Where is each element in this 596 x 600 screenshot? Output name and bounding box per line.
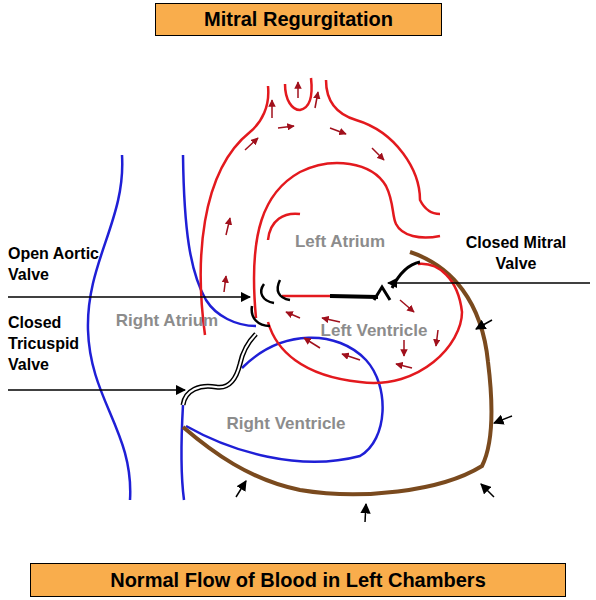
contraction-arrow bbox=[365, 504, 366, 522]
tricuspid-valve-inner bbox=[183, 334, 256, 405]
mitral-valve-leaflet bbox=[330, 296, 378, 297]
flow-arrow bbox=[372, 148, 384, 160]
flow-arrow bbox=[224, 276, 226, 292]
flow-arrow bbox=[315, 92, 318, 108]
chamber-name: Left Ventricle bbox=[321, 321, 428, 341]
flow-arrow bbox=[245, 138, 258, 150]
flow-arrows bbox=[224, 82, 438, 368]
title-text: Mitral Regurgitation bbox=[204, 8, 393, 31]
chamber-label-box: Right Ventricle bbox=[196, 408, 376, 440]
right-ventricle-wall bbox=[186, 338, 383, 462]
aortic-valve-leaflet bbox=[261, 284, 274, 303]
flow-arrow bbox=[304, 338, 320, 348]
heart-wall bbox=[183, 252, 491, 494]
chamber-label-box: Left Ventricle bbox=[290, 316, 458, 346]
flow-arrow bbox=[330, 128, 346, 134]
tricuspid-valve bbox=[183, 334, 256, 405]
vena-cava-wall bbox=[181, 405, 184, 500]
flow-arrow bbox=[226, 218, 230, 235]
valve-label: Closed Mitral Valve bbox=[446, 232, 586, 274]
valve-label: Closed Tricuspid Valve bbox=[8, 312, 100, 375]
leader-arrow bbox=[8, 296, 250, 298]
aorta-wall bbox=[326, 80, 440, 214]
mitral-valve-leaflet bbox=[392, 262, 420, 288]
chamber-label-box: Left Atrium bbox=[272, 226, 408, 258]
contraction-arrow bbox=[476, 320, 492, 329]
leader-arrow bbox=[388, 282, 590, 284]
chamber-name: Left Atrium bbox=[295, 232, 385, 252]
right-atrium-wall bbox=[183, 155, 256, 326]
title-banner: Mitral Regurgitation bbox=[155, 3, 442, 36]
flow-arrow bbox=[400, 300, 414, 312]
left-atrium-floor bbox=[282, 295, 330, 298]
contraction-arrow bbox=[494, 416, 512, 423]
flow-arrow bbox=[286, 312, 300, 318]
caption-banner: Normal Flow of Blood in Left Chambers bbox=[30, 563, 566, 597]
flow-arrow bbox=[342, 354, 360, 360]
aortic-valve-leaflet bbox=[278, 280, 290, 300]
aorta-branch bbox=[285, 78, 312, 110]
left-ventricle-wall bbox=[268, 264, 462, 383]
aorta-inner-wall bbox=[254, 163, 440, 318]
flow-arrow bbox=[278, 126, 294, 128]
caption-text: Normal Flow of Blood in Left Chambers bbox=[110, 569, 486, 592]
contraction-arrow bbox=[481, 484, 494, 497]
valve-label: Open Aortic Valve bbox=[8, 243, 140, 285]
chamber-name: Right Ventricle bbox=[226, 414, 345, 434]
flow-arrow bbox=[403, 340, 405, 356]
chamber-name: Right Atrium bbox=[116, 311, 218, 331]
chamber-label-box: Right Atrium bbox=[96, 306, 238, 336]
flow-arrow bbox=[436, 330, 438, 346]
aortic-valve-leaflet bbox=[252, 306, 270, 326]
mitral-valve-cusp bbox=[374, 287, 390, 300]
flow-arrow bbox=[396, 364, 412, 368]
flow-arrow bbox=[297, 82, 299, 98]
flow-arrow bbox=[271, 100, 273, 118]
leader-arrow bbox=[8, 389, 185, 391]
contraction-arrow bbox=[236, 481, 246, 497]
